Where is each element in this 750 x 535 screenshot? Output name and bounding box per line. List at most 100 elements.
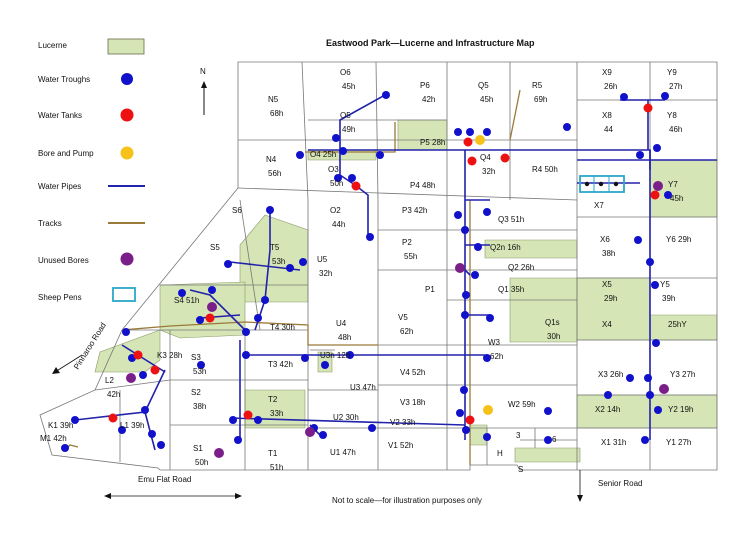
water-tanks [108, 103, 660, 425]
paddock-label-X4: X4 [602, 320, 612, 329]
water-tank-icon [643, 103, 653, 113]
paddock-label-P3s: 3 [516, 431, 521, 440]
paddock-label-P4: P4 48h [410, 181, 435, 190]
water-trough-icon [460, 386, 468, 394]
sheep-pens [579, 175, 625, 193]
paddock-label-U3n: U3n 12h [320, 351, 350, 360]
not-to-scale-note: Not to scale—for illustration purposes o… [332, 496, 482, 505]
bores-pumps [475, 135, 493, 415]
paddock-label-O4: O4 25h [310, 150, 336, 159]
water-trough-icon [651, 281, 659, 289]
water-trough-icon [197, 361, 205, 369]
lucerne-swatch [107, 38, 145, 55]
water-trough-icon [626, 374, 634, 382]
paddock-label-Q1: Q1 35h [498, 285, 524, 294]
water-tank-icon [463, 137, 473, 147]
water-trough-icon [462, 426, 470, 434]
unused-bore-icon [305, 427, 315, 437]
water-trough-icon [61, 444, 69, 452]
water-trough-icon [653, 144, 661, 152]
paddock-label-X3: X3 26h [598, 370, 623, 379]
water-trough-icon [461, 311, 469, 319]
unused-bore-icon [126, 373, 136, 383]
water-tank-icon [108, 413, 118, 423]
legend-label-troughs: Water Troughs [38, 75, 90, 84]
bore-pump-icon [475, 135, 485, 145]
paddock-label-V1: V1 52h [388, 441, 413, 450]
water-trough-icon [646, 391, 654, 399]
paddock-label-Y6: Y6 29h [666, 235, 691, 244]
water-trough-icon [461, 226, 469, 234]
paddock-label-K1: K1 39h [48, 421, 73, 430]
water-trough-icon [644, 374, 652, 382]
water-trough-icon [474, 243, 482, 251]
water-trough-icon [471, 271, 479, 279]
bore-pump-icon [483, 405, 493, 415]
legend-label-bore: Bore and Pump [38, 149, 94, 158]
farm-boundary [39, 61, 718, 471]
water-trough-icon [483, 433, 491, 441]
paddock-label-U2: U2 30h [333, 413, 359, 422]
north-arrowhead-icon [201, 81, 207, 88]
lucerne-X5-X4 [576, 277, 651, 341]
paddock-label-L1: L1 39h [120, 421, 144, 430]
paddock-label-X7: X7 [594, 201, 604, 210]
water-trough-icon [462, 291, 470, 299]
paddock-label-R4: R4 50h [532, 165, 558, 174]
unused-bore-icon [214, 448, 224, 458]
paddock-label-T4: T4 30h [270, 323, 295, 332]
water-trough-icon [366, 233, 374, 241]
paddock-label-S: S [518, 465, 523, 474]
water-trough-icon [544, 407, 552, 415]
paddock-label-M1: M1 42h [40, 434, 67, 443]
water-trough-icon [339, 147, 347, 155]
paddock-label-X2: X2 14h [595, 405, 620, 414]
water-trough-icon [118, 426, 126, 434]
water-trough-icon [196, 316, 204, 324]
paddock-label-P5: P5 28h [420, 138, 445, 147]
water-trough-icon [634, 236, 642, 244]
water-trough-icon [376, 151, 384, 159]
unused-bore-icon [653, 181, 663, 191]
water-trough-icon [483, 128, 491, 136]
water-trough-icon [299, 258, 307, 266]
water-trough-icon [266, 206, 274, 214]
legend-label-tracks: Tracks [38, 219, 62, 228]
water-tank-icon [133, 350, 143, 360]
water-trough-icon [483, 208, 491, 216]
water-trough-icon [654, 406, 662, 414]
unused-bore-icon [659, 384, 669, 394]
water-trough-icon [334, 174, 342, 182]
water-troughs [61, 91, 672, 452]
water-trough-icon [486, 314, 494, 322]
legend-label-sheep-pens: Sheep Pens [38, 293, 82, 302]
water-trough-icon [641, 436, 649, 444]
paddock-label-W2: W2 59h [508, 400, 536, 409]
paddock-label-V4: V4 52h [400, 368, 425, 377]
unused-bore-legend-icon [120, 252, 134, 266]
water-trough-icon [636, 151, 644, 159]
water-trough-icon [224, 260, 232, 268]
paddock-label-K3: K3 28h [157, 351, 182, 360]
paddock-label-Y2: Y2 19h [668, 405, 693, 414]
water-trough-icon [71, 416, 79, 424]
water-trough-icon [141, 406, 149, 414]
water-trough-icon [348, 174, 356, 182]
paddock-label-T3: T3 42h [268, 360, 293, 369]
water-trough-icon [157, 441, 165, 449]
lucerne-L2 [94, 329, 161, 373]
water-trough-icon [332, 134, 340, 142]
water-tank-icon [500, 153, 510, 163]
bore-pump-legend-icon [120, 146, 134, 160]
paddock-label-X1: X1 31h [601, 438, 626, 447]
